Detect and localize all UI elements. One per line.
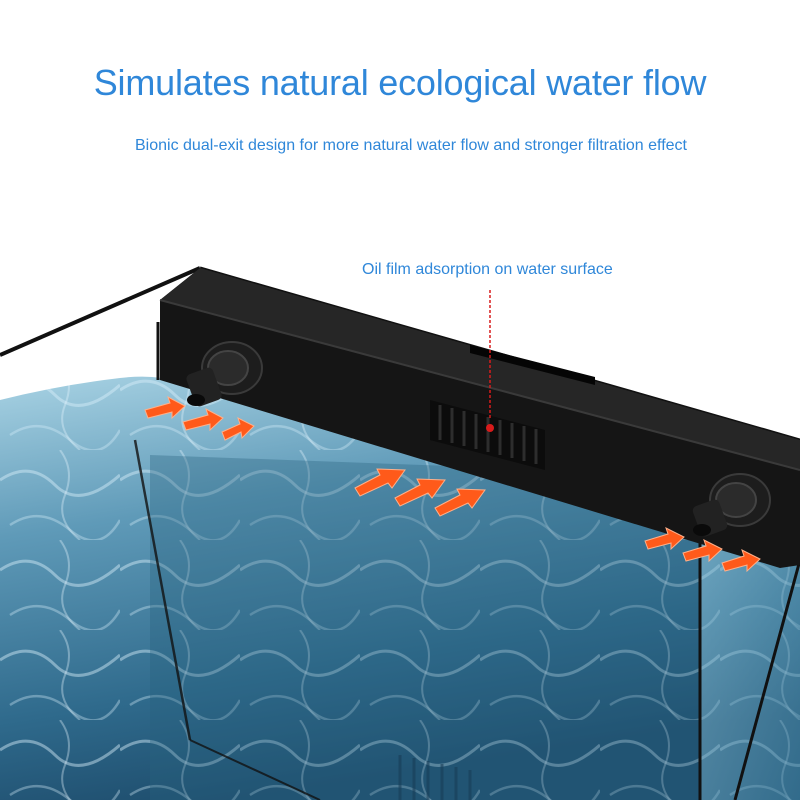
flow-arrow-icon bbox=[434, 488, 486, 517]
oil-film-callout-label: Oil film adsorption on water surface bbox=[362, 261, 613, 278]
flow-arrows bbox=[144, 395, 761, 573]
flow-arrow-icon bbox=[144, 395, 186, 420]
outlet-nozzle-icon bbox=[186, 341, 263, 407]
flow-arrow-icon bbox=[182, 407, 224, 432]
outlet-nozzle-icon bbox=[692, 473, 771, 537]
submerged-grille bbox=[398, 755, 472, 800]
flow-arrow-icon bbox=[221, 417, 255, 441]
flow-arrow-icon bbox=[682, 539, 723, 563]
flow-arrow-icon bbox=[644, 527, 685, 551]
water-body bbox=[0, 376, 800, 800]
intake-grille-icon bbox=[430, 400, 545, 470]
flow-arrow-icon bbox=[721, 549, 761, 573]
headline: Simulates natural ecological water flow bbox=[93, 62, 707, 103]
flow-arrow-icon bbox=[394, 478, 446, 507]
skimmer-slot bbox=[470, 345, 595, 385]
oil-film-callout-pointer bbox=[486, 290, 494, 432]
hang-on-filter bbox=[159, 268, 800, 568]
subline: Bionic dual-exit design for more natural… bbox=[135, 137, 687, 154]
flow-arrow-icon bbox=[354, 468, 406, 497]
